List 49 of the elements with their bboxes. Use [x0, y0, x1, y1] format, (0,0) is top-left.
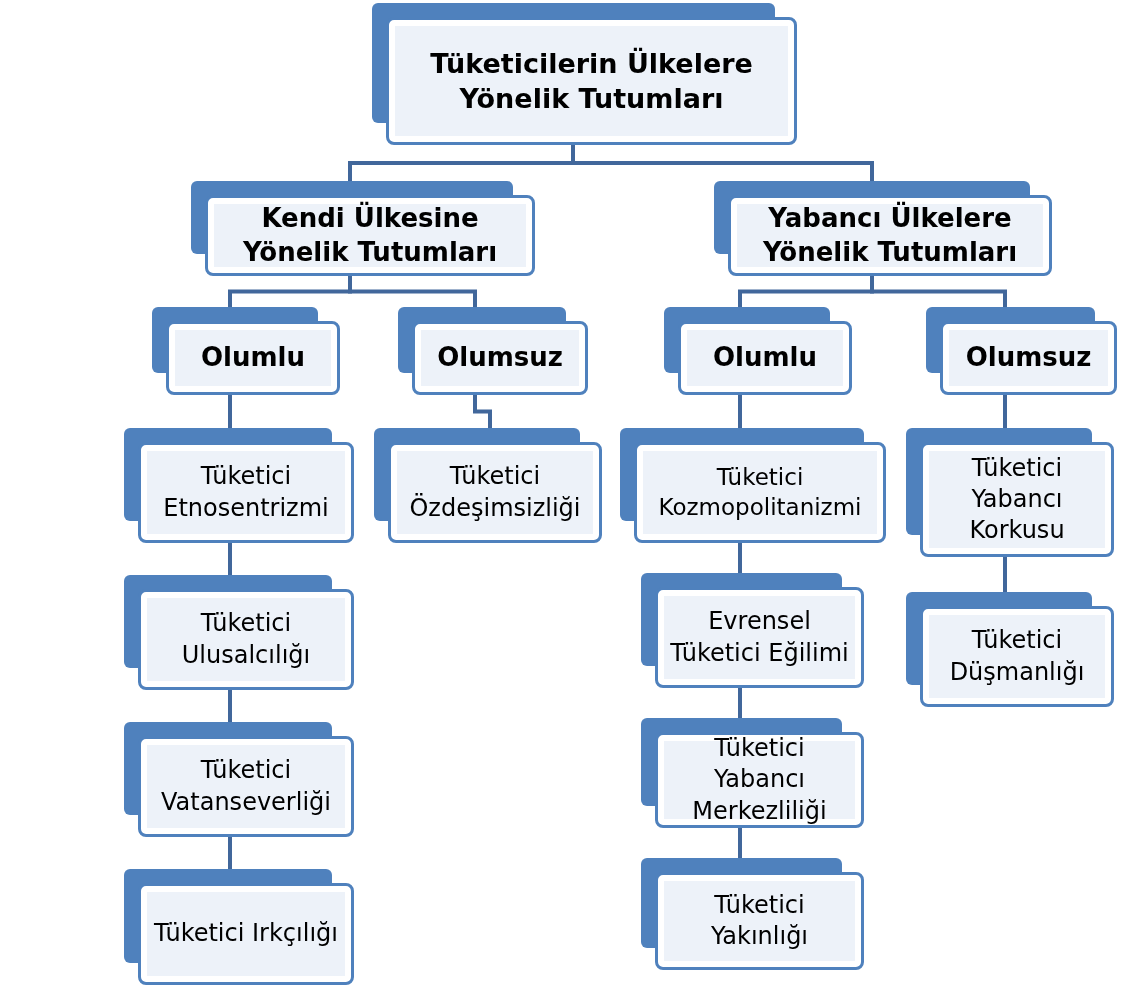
process-box [906, 428, 1114, 557]
process-box [664, 307, 852, 395]
node-label: Tüketici Düşmanlığı [948, 625, 1086, 688]
process-box [124, 428, 354, 543]
process-box [191, 181, 535, 276]
process-box [152, 307, 340, 395]
connector-line [738, 395, 742, 428]
node-label: Tüketicilerin Ülkelere Yönelik Tutumları [429, 46, 754, 116]
process-box [124, 722, 354, 837]
node-label: Olumsuz [965, 341, 1092, 375]
node-label: Evrensel Tüketici Eğilimi [669, 606, 850, 669]
connector-line [1003, 557, 1007, 592]
process-box [620, 428, 886, 543]
process-box [641, 718, 864, 828]
process-box [926, 307, 1117, 395]
connector-line [738, 828, 742, 858]
process-box [906, 592, 1114, 707]
node-label: Tüketici Yabancı Korkusu [968, 452, 1066, 547]
node-label: Tüketici Vatanseverliği [160, 755, 332, 818]
connector-line [348, 276, 477, 307]
connector-line [1003, 395, 1007, 428]
connector-line [228, 690, 232, 722]
node-label: Olumlu [712, 341, 817, 375]
connector-line [228, 837, 232, 869]
connector-line [571, 145, 874, 181]
node-label: Tüketici Kozmopolitanizmi [657, 462, 863, 522]
connector-line [228, 395, 232, 428]
process-box [124, 869, 354, 985]
process-box [641, 858, 864, 970]
node-label: Tüketici Yakınlığı [709, 889, 810, 952]
process-box [714, 181, 1052, 276]
node-label: Tüketici Ulusalcılığı [180, 608, 312, 671]
node-label: Tüketici Etnosentrizmi [162, 461, 330, 524]
connector-line [473, 395, 492, 428]
connector-line [228, 543, 232, 575]
node-label: Yabancı Ülkelere Yönelik Tutumları [761, 201, 1019, 269]
process-box [398, 307, 588, 395]
connector-line [870, 276, 1007, 307]
process-box [641, 573, 864, 688]
node-label: Tüketici Özdeşimsizliği [408, 461, 582, 524]
node-label: Kendi Ülkesine Yönelik Tutumları [241, 201, 499, 269]
node-label: Tüketici Irkçılığı [154, 918, 338, 950]
process-box [124, 575, 354, 690]
node-label: Olumlu [200, 341, 305, 375]
process-box [374, 428, 602, 543]
connector-line [738, 688, 742, 718]
node-label: Tüketici Yabancı Merkezliliği [691, 733, 828, 827]
node-label: Olumsuz [437, 341, 563, 375]
connector-line [738, 543, 742, 573]
